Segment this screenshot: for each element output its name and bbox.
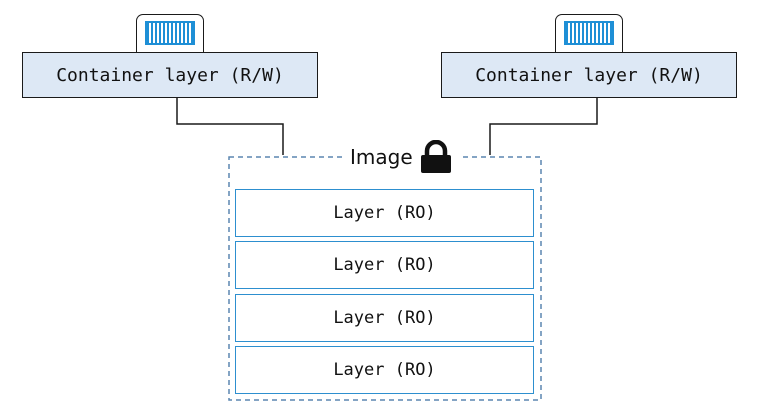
image-layer: Layer (RO) [235,189,534,237]
container-layer-left: Container layer (R/W) [22,52,318,98]
image-layer: Layer (RO) [235,346,534,394]
connector-left [176,98,284,155]
shipping-container-icon [136,14,204,52]
container-layer-right: Container layer (R/W) [441,52,737,98]
connector-right [489,98,598,155]
image-layer: Layer (RO) [235,294,534,342]
container-layer-label: Container layer (R/W) [475,64,703,86]
container-layer-label: Container layer (R/W) [56,64,284,86]
shipping-container-icon [555,14,623,52]
image-layer-label: Layer (RO) [333,308,436,328]
image-title: Image [346,139,459,174]
container-crate [564,21,614,45]
lock-icon [417,139,455,174]
image-title-label: Image [350,145,413,169]
image-layer: Layer (RO) [235,241,534,289]
container-crate [145,21,195,45]
image-layer-label: Layer (RO) [333,360,436,380]
image-layer-label: Layer (RO) [333,255,436,275]
image-layer-label: Layer (RO) [333,203,436,223]
